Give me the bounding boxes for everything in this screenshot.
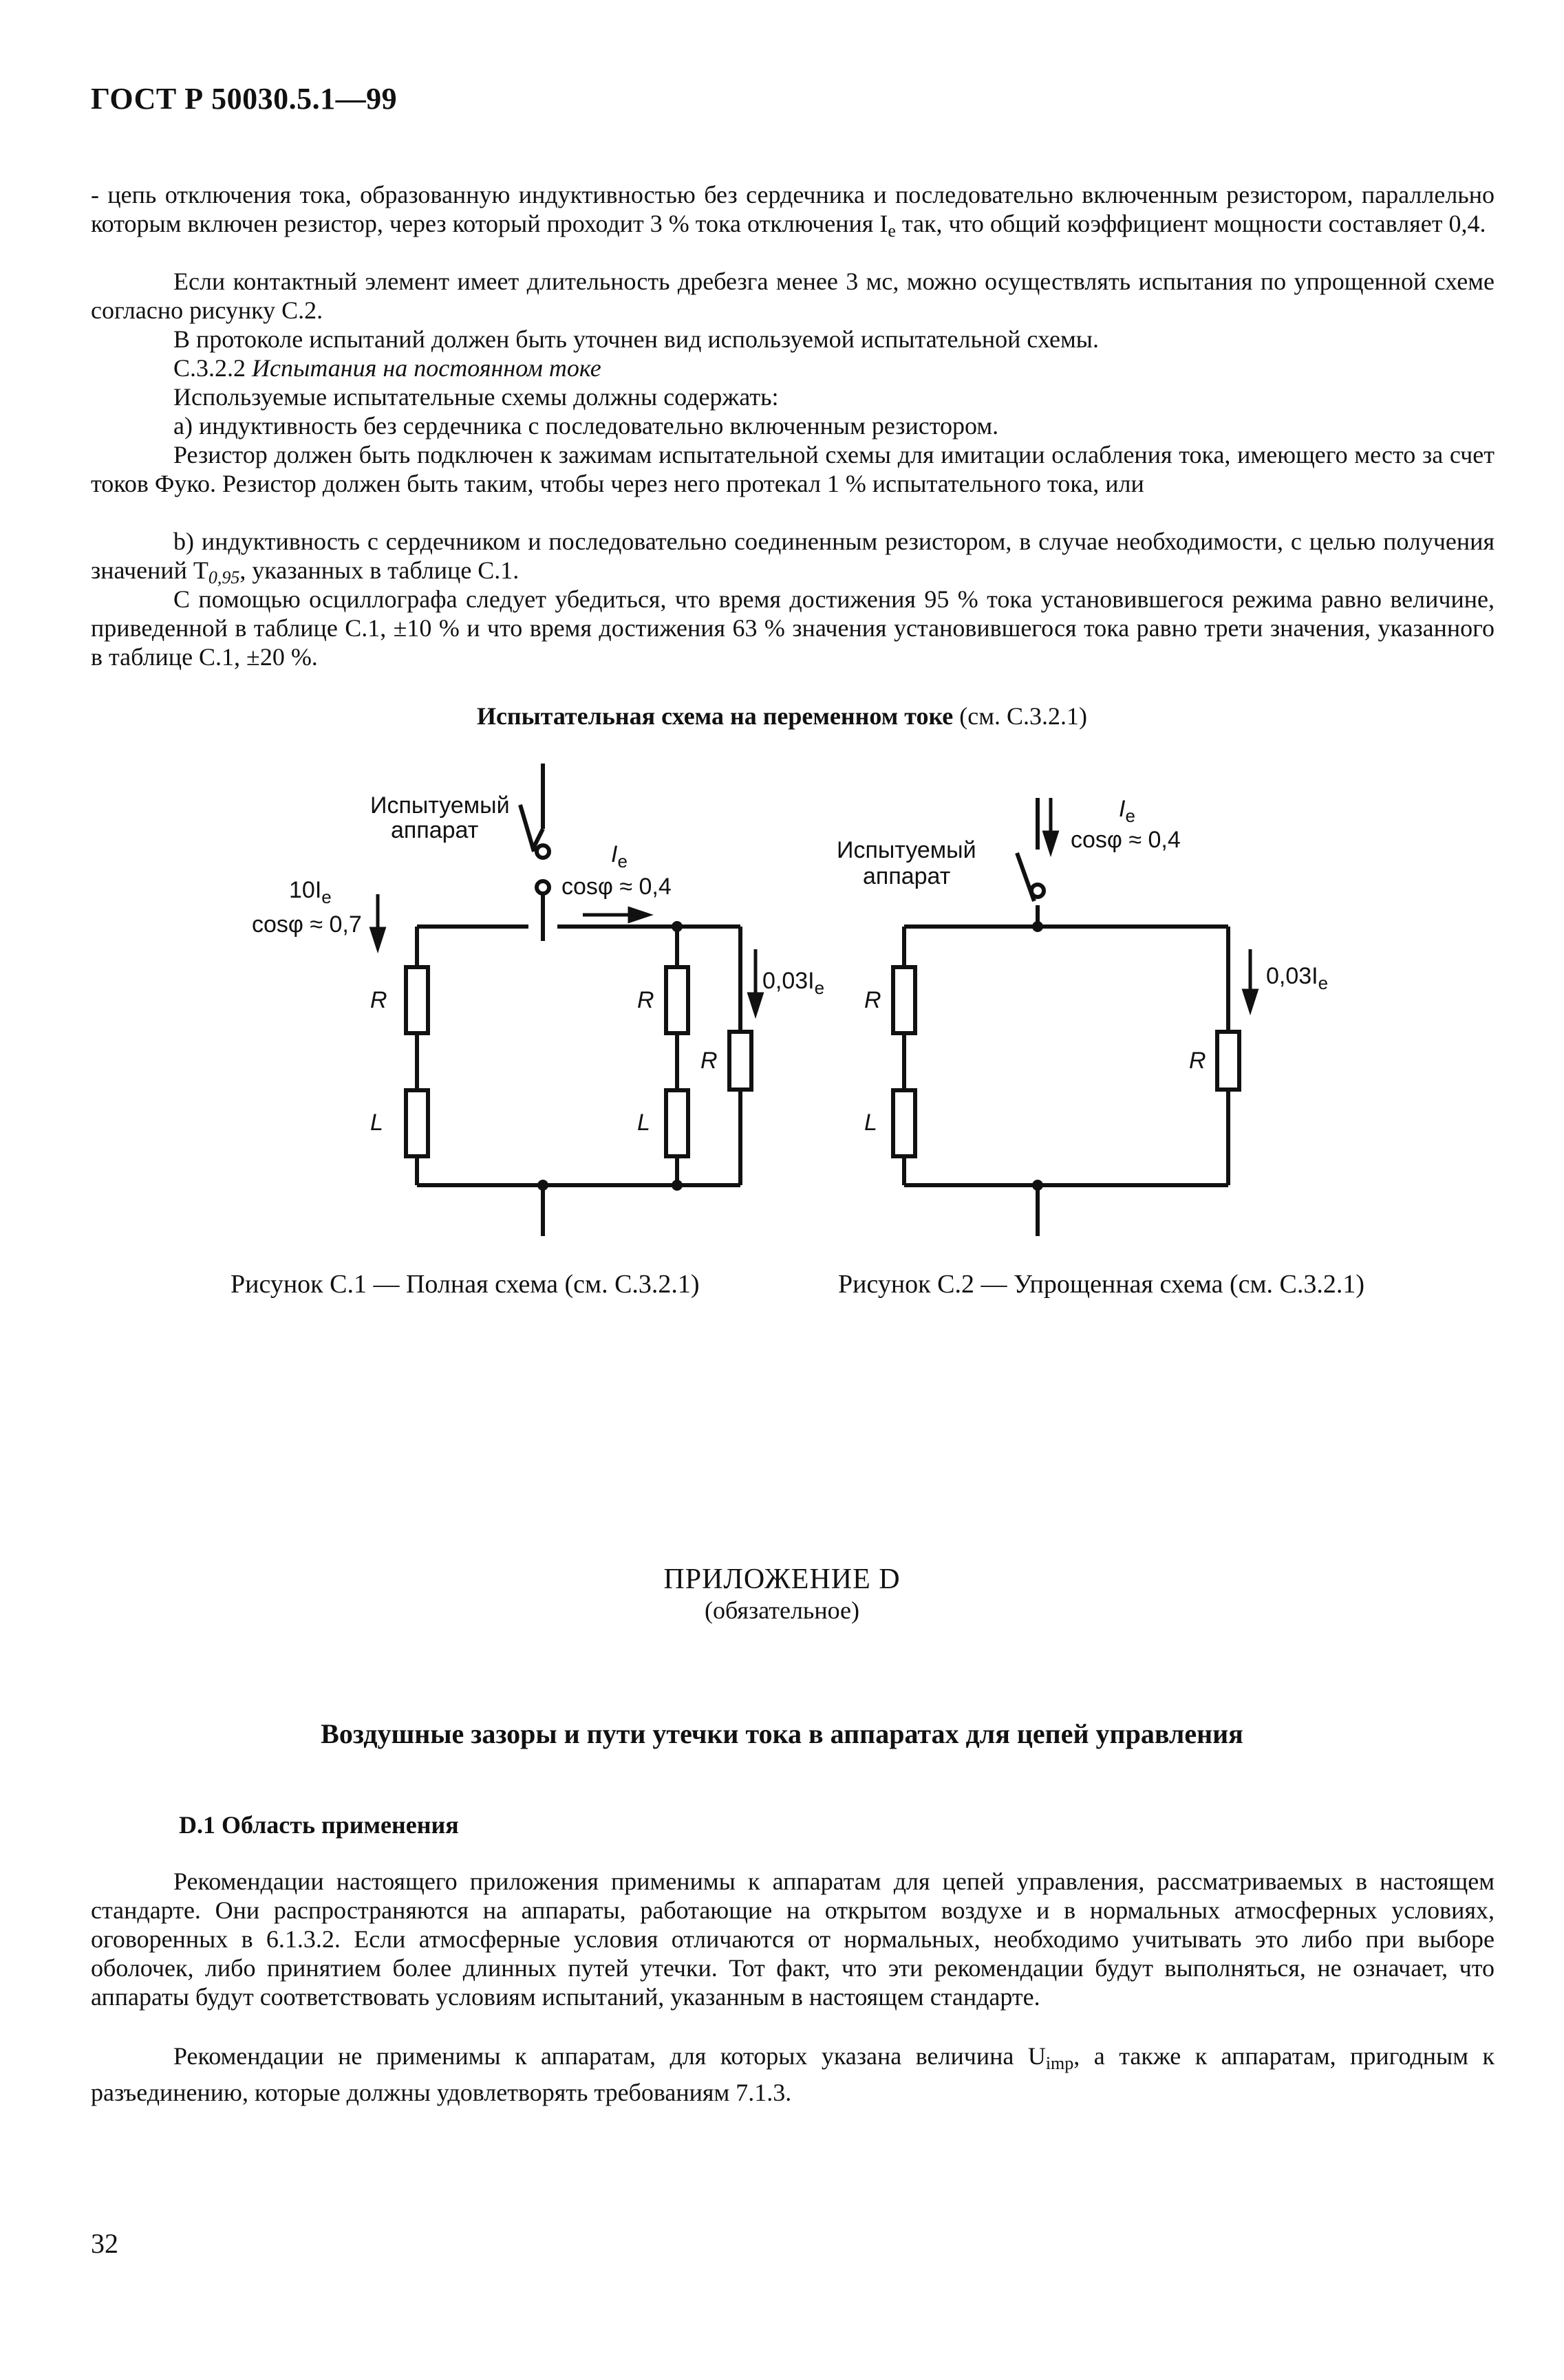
- fig1-source-current: 10Ie: [289, 877, 332, 907]
- fig1-resistor-r1: [404, 965, 430, 1035]
- fig1-source-current-arrow-head: [369, 927, 387, 954]
- fig2-junction-bottom: [1032, 1180, 1043, 1191]
- appendix-paragraph-1: Рекомендации настоящего приложения приме…: [91, 1868, 1495, 2011]
- subscript: imp: [1045, 2053, 1074, 2073]
- section-title: Испытания на постоянном токе: [252, 354, 601, 382]
- fig2-r-label: R: [864, 987, 881, 1013]
- subscript: e: [321, 887, 331, 907]
- figures-heading: Испытательная схема на переменном токе (…: [0, 702, 1564, 731]
- fig2-resistor-r: [891, 965, 917, 1035]
- text-run: b) индуктивность с сердечником и последо…: [91, 528, 1495, 584]
- text-run: Рекомендации не применимы к аппаратам, д…: [173, 2042, 1046, 2070]
- fig1-inductor-l1: [404, 1088, 430, 1158]
- text-run: I: [611, 841, 618, 867]
- fig1-switch-blade: [518, 804, 536, 852]
- fig1-resistor-r2: [664, 965, 690, 1035]
- subscript: e: [888, 221, 896, 241]
- fig2-current-arrow-head: [1042, 830, 1060, 858]
- fig1-shunt-current-arrow-head: [747, 992, 764, 1019]
- fig1-r1-label: R: [370, 987, 387, 1013]
- figures-heading-ref: (см. С.3.2.1): [953, 702, 1088, 730]
- text-run: , указанных в таблице С.1.: [239, 556, 519, 584]
- page-number: 32: [91, 2228, 118, 2259]
- fig1-device-label-2: аппарат: [391, 817, 478, 843]
- fig1-load-cos: cosφ ≈ 0,4: [561, 874, 672, 900]
- fig1-junction-bottom: [537, 1180, 548, 1191]
- fig2-shunt-current: 0,03Ie: [1266, 963, 1328, 993]
- body-paragraph-8: b) индуктивность с сердечником и последо…: [91, 527, 1495, 592]
- appendix-subtitle: (обязательное): [705, 1597, 859, 1624]
- fig1-load-current-arrow-head: [628, 906, 654, 924]
- document-header: ГОСТ Р 50030.5.1—99: [91, 82, 398, 116]
- fig1-junction-top-mid: [672, 921, 683, 932]
- fig1-contact-upper: [535, 843, 551, 860]
- fig1-source-cos: cosφ ≈ 0,7: [252, 911, 362, 938]
- appendix-title: ПРИЛОЖЕНИЕ D: [663, 1564, 901, 1595]
- body-paragraph-3: В протоколе испытаний должен быть уточне…: [173, 325, 1099, 353]
- fig2-device-label-2: аппарат: [863, 863, 950, 889]
- fig2-shunt-current-arrow-head: [1241, 988, 1259, 1016]
- text-run: 10I: [289, 877, 321, 903]
- body-paragraph-1: - цепь отключения тока, образованную инд…: [91, 180, 1495, 246]
- section-number: С.3.2.2: [173, 354, 253, 382]
- subscript: e: [617, 851, 627, 872]
- fig1-load-current: Ie: [611, 841, 628, 872]
- section-heading-c322: С.3.2.2 Испытания на постоянном токе: [91, 354, 1495, 382]
- subscript: e: [1318, 973, 1328, 993]
- subscript: e: [815, 977, 824, 998]
- fig2-current: Ie: [1119, 796, 1135, 826]
- figures-heading-bold: Испытательная схема на переменном токе: [476, 702, 954, 730]
- appendix-heading: Воздушные зазоры и пути утечки тока в ап…: [321, 1718, 1243, 1749]
- fig2-cos: cosφ ≈ 0,4: [1071, 827, 1181, 853]
- circuit-diagrams: Испытуемый аппарат 10Ie cosφ ≈ 0,7 Ie co…: [252, 764, 1328, 1236]
- fig2-junction-top: [1032, 921, 1043, 932]
- fig2-device-label-1: Испытуемый: [837, 837, 976, 863]
- fig1-device-label-1: Испытуемый: [370, 792, 510, 819]
- figure-c1-caption: Рисунок С.1 — Полная схема (см. С.3.2.1): [231, 1270, 700, 1299]
- text-run: так, что общий коэффициент мощности сост…: [895, 210, 1486, 237]
- body-paragraph-2: Если контактный элемент имеет длительнос…: [91, 268, 1495, 324]
- appendix-paragraph-2: Рекомендации не применимы к аппаратам, д…: [91, 2042, 1495, 2107]
- fig2-l-label: L: [864, 1110, 877, 1136]
- fig1-contact-lower: [535, 879, 551, 896]
- body-paragraph-7: Резистор должен быть подключен к зажимам…: [91, 441, 1495, 497]
- fig1-resistor-shunt: [727, 1030, 753, 1092]
- body-paragraph-6: а) индуктивность без сердечника с послед…: [173, 412, 999, 440]
- fig1-rshunt-label: R: [700, 1048, 718, 1074]
- body-paragraph-9: С помощью осциллографа следует убедиться…: [91, 585, 1495, 671]
- fig1-l1-label: L: [370, 1110, 383, 1136]
- fig1-shunt-current: 0,03Ie: [762, 968, 824, 998]
- fig2-inductor-l: [891, 1088, 917, 1158]
- fig1-l2-label: L: [637, 1110, 650, 1136]
- figure-c2-caption: Рисунок С.2 — Упрощенная схема (см. С.3.…: [838, 1270, 1365, 1299]
- fig2-resistor-shunt: [1215, 1030, 1241, 1092]
- subscript: e: [1125, 805, 1135, 826]
- text-run: I: [1119, 796, 1126, 822]
- fig1-inductor-l2: [664, 1088, 690, 1158]
- text-run: , а также к аппаратам, пригодным к разъе…: [91, 2042, 1495, 2106]
- text-run: 0,03I: [762, 968, 815, 994]
- subscript: 0,95: [208, 567, 240, 587]
- body-paragraph-5: Используемые испытательные схемы должны …: [173, 383, 779, 411]
- text-run: 0,03I: [1266, 963, 1318, 989]
- fig2-rshunt-label: R: [1189, 1048, 1206, 1074]
- section-heading-d1: D.1 Область применения: [179, 1811, 459, 1839]
- fig1-junction-bottom-mid: [672, 1180, 683, 1191]
- text-run: - цепь отключения тока, образованную инд…: [91, 181, 1495, 237]
- fig2-contact-upper: [1029, 883, 1046, 899]
- fig1-r2-label: R: [637, 987, 654, 1013]
